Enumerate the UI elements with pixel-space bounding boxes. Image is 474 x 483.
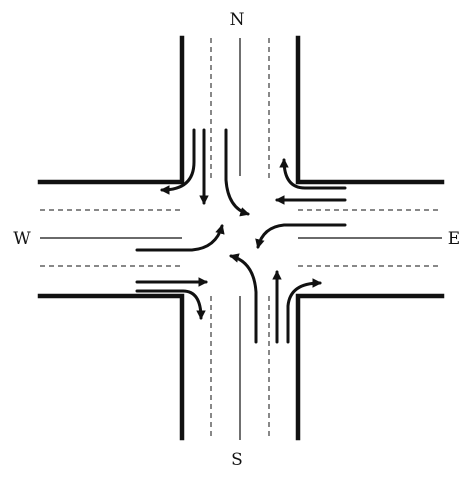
arrow-east-approach-left-turn	[255, 223, 347, 249]
arrow-south-approach-left-turn	[229, 253, 258, 344]
road-curbs	[37, 35, 445, 441]
center-lines	[40, 38, 442, 440]
curb-northwest	[37, 35, 185, 185]
label-west: W	[13, 229, 31, 249]
curb-southwest	[37, 293, 185, 441]
arrow-north-approach-left-turn	[224, 128, 250, 217]
curb-southeast	[295, 293, 445, 441]
arrow-east-approach-right-turn	[279, 158, 347, 190]
curb-northeast	[295, 35, 445, 185]
lane-dividers	[40, 38, 442, 440]
arrow-west-approach-right-turn	[135, 289, 206, 320]
arrow-south-approach-right-turn	[286, 278, 322, 344]
label-east: E	[448, 229, 460, 249]
arrow-north-approach-right-turn	[160, 128, 196, 195]
traffic-arrows	[135, 128, 347, 344]
arrow-west-approach-left-turn	[135, 224, 225, 252]
label-south: S	[231, 450, 243, 470]
compass-labels: N S W E	[13, 10, 460, 470]
label-north: N	[230, 10, 245, 30]
